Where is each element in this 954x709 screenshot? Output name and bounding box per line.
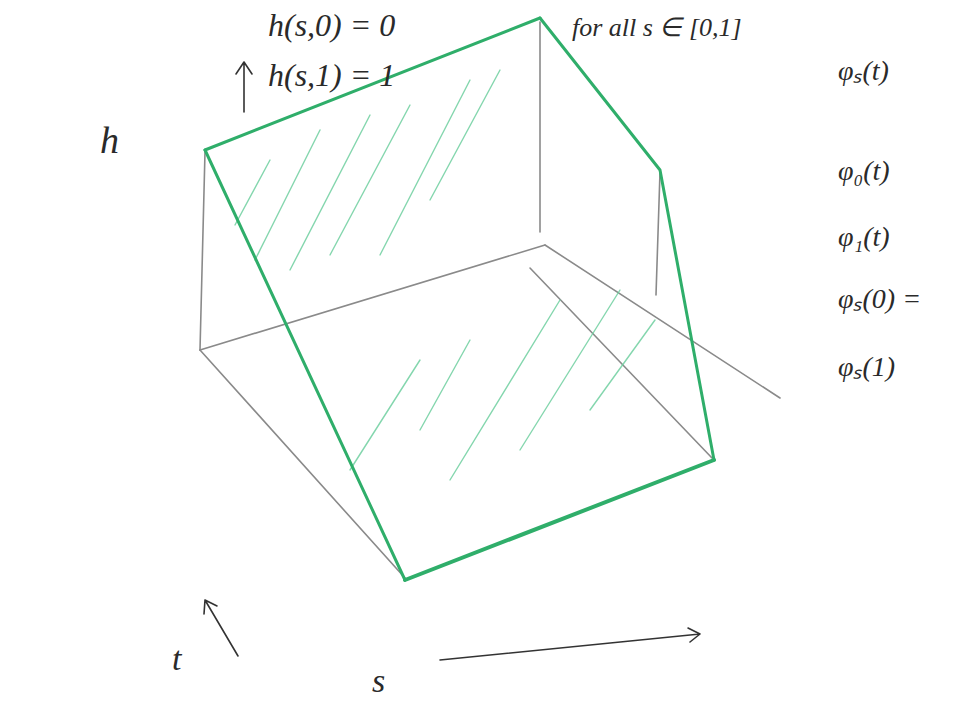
path-label: φₛ(0) = [838,284,921,315]
path-label: φ₁(t) [838,222,890,253]
quantifier-note: for all s ∈ [0,1] [572,14,742,43]
boundary-condition: h(s,0) = 0 [268,8,395,43]
axis-label: s [372,662,385,699]
boundary-condition: h(s,1) = 1 [268,58,395,93]
surface-boundary [205,18,714,580]
path-label: φ₀(t) [838,156,890,187]
axis-label: t [172,640,181,677]
axis-arrows [204,62,700,660]
path-label: φₛ(1) [838,352,895,383]
surface-hatching [235,70,655,480]
path-label: φₛ(t) [838,56,889,87]
axis-label: h [100,120,119,162]
box-outline [200,22,780,578]
